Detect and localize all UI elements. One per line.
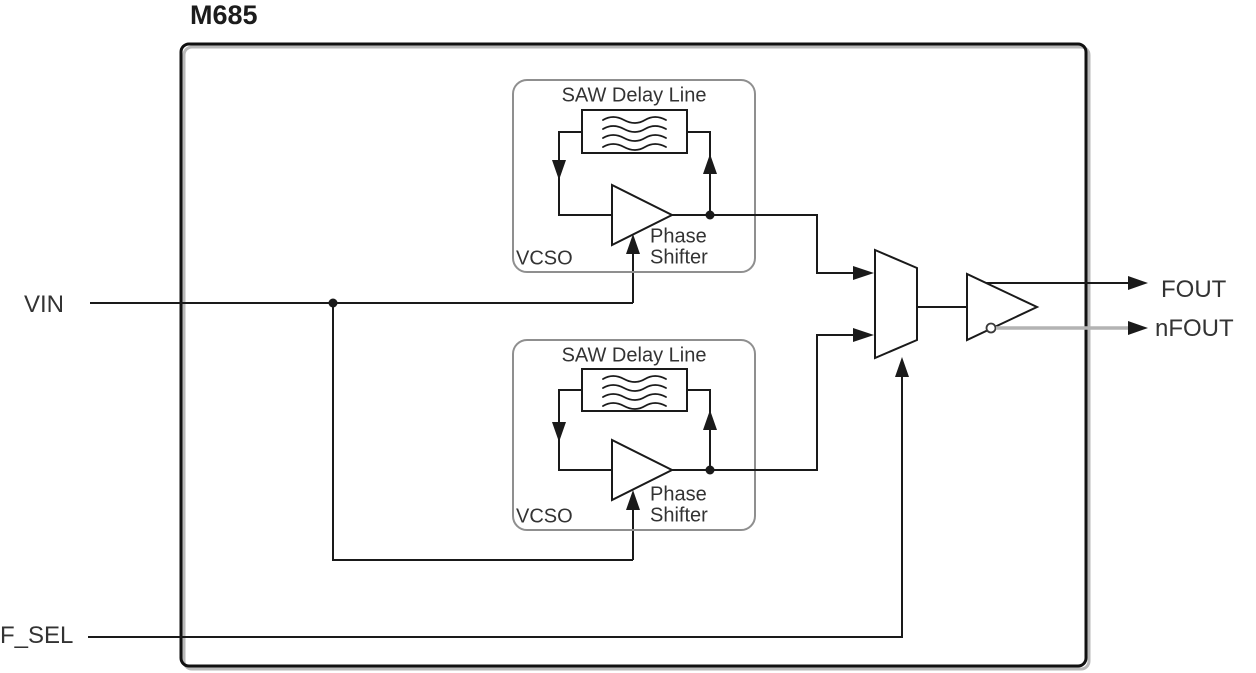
port-label-fout: FOUT <box>1161 276 1227 303</box>
vcso-label-bottom: VCSO <box>516 505 573 528</box>
vcso-label-top: VCSO <box>516 247 573 270</box>
phase-shifter-triangle <box>611 438 675 502</box>
arrowhead-up-icon <box>626 234 640 254</box>
diagram-title: M685 <box>190 0 258 30</box>
feedback-right-line <box>687 389 711 470</box>
saw-wave-icon <box>602 375 667 410</box>
vcso-top-output-line <box>672 214 853 274</box>
phase-shifter-label-top-line1: Phase <box>650 225 707 248</box>
buffer-triangle <box>966 272 1040 342</box>
vcso-top-block <box>512 79 874 280</box>
arrowhead-right-icon <box>853 266 874 280</box>
vcso-bottom-border <box>512 339 756 531</box>
phase-shifter-label-bottom-line1: Phase <box>650 483 707 506</box>
arrowhead-right-icon <box>853 328 874 342</box>
mux <box>874 248 966 360</box>
arrowhead-right-icon <box>1128 321 1148 335</box>
port-label-nfout: nFOUT <box>1155 315 1234 342</box>
port-label-fsel: F_SEL <box>0 622 74 649</box>
vcso-top-border <box>512 79 756 273</box>
arrowhead-right-icon <box>1128 276 1148 290</box>
fsel-line <box>88 377 903 638</box>
saw-wave-icon <box>602 116 667 151</box>
output-buffer <box>966 272 1148 342</box>
mux-shape <box>874 248 918 360</box>
arrowhead-up-icon <box>626 490 640 510</box>
junction-dot <box>705 465 715 475</box>
saw-delay-line-label-top: SAW Delay Line <box>561 84 707 107</box>
arrowhead-up-icon <box>895 357 909 377</box>
saw-delay-line-label-bottom: SAW Delay Line <box>561 344 707 367</box>
arrowhead-down-icon <box>552 160 566 180</box>
junction-dot <box>705 210 715 220</box>
phase-shifter-label-top-line2: Shifter <box>650 246 708 269</box>
vcso-bottom-block <box>512 328 874 531</box>
phase-shifter-triangle <box>611 183 675 247</box>
arrowhead-up-icon <box>703 410 717 430</box>
phase-shifter-label-bottom-line2: Shifter <box>650 504 708 527</box>
vin-net <box>90 234 640 561</box>
fsel-net <box>88 357 909 638</box>
chip-outline-shadow <box>182 45 1091 671</box>
feedback-right-line <box>687 131 711 215</box>
saw-delay-line-box <box>581 109 688 154</box>
port-label-vin: VIN <box>24 291 65 318</box>
vin-branch-line <box>332 303 633 561</box>
inversion-bubble-icon <box>985 322 997 334</box>
chip-outline <box>179 42 1088 668</box>
saw-delay-line-box <box>581 368 688 412</box>
arrowhead-up-icon <box>703 154 717 174</box>
vcso-bottom-output-line <box>672 334 853 471</box>
arrowhead-down-icon <box>552 422 566 442</box>
